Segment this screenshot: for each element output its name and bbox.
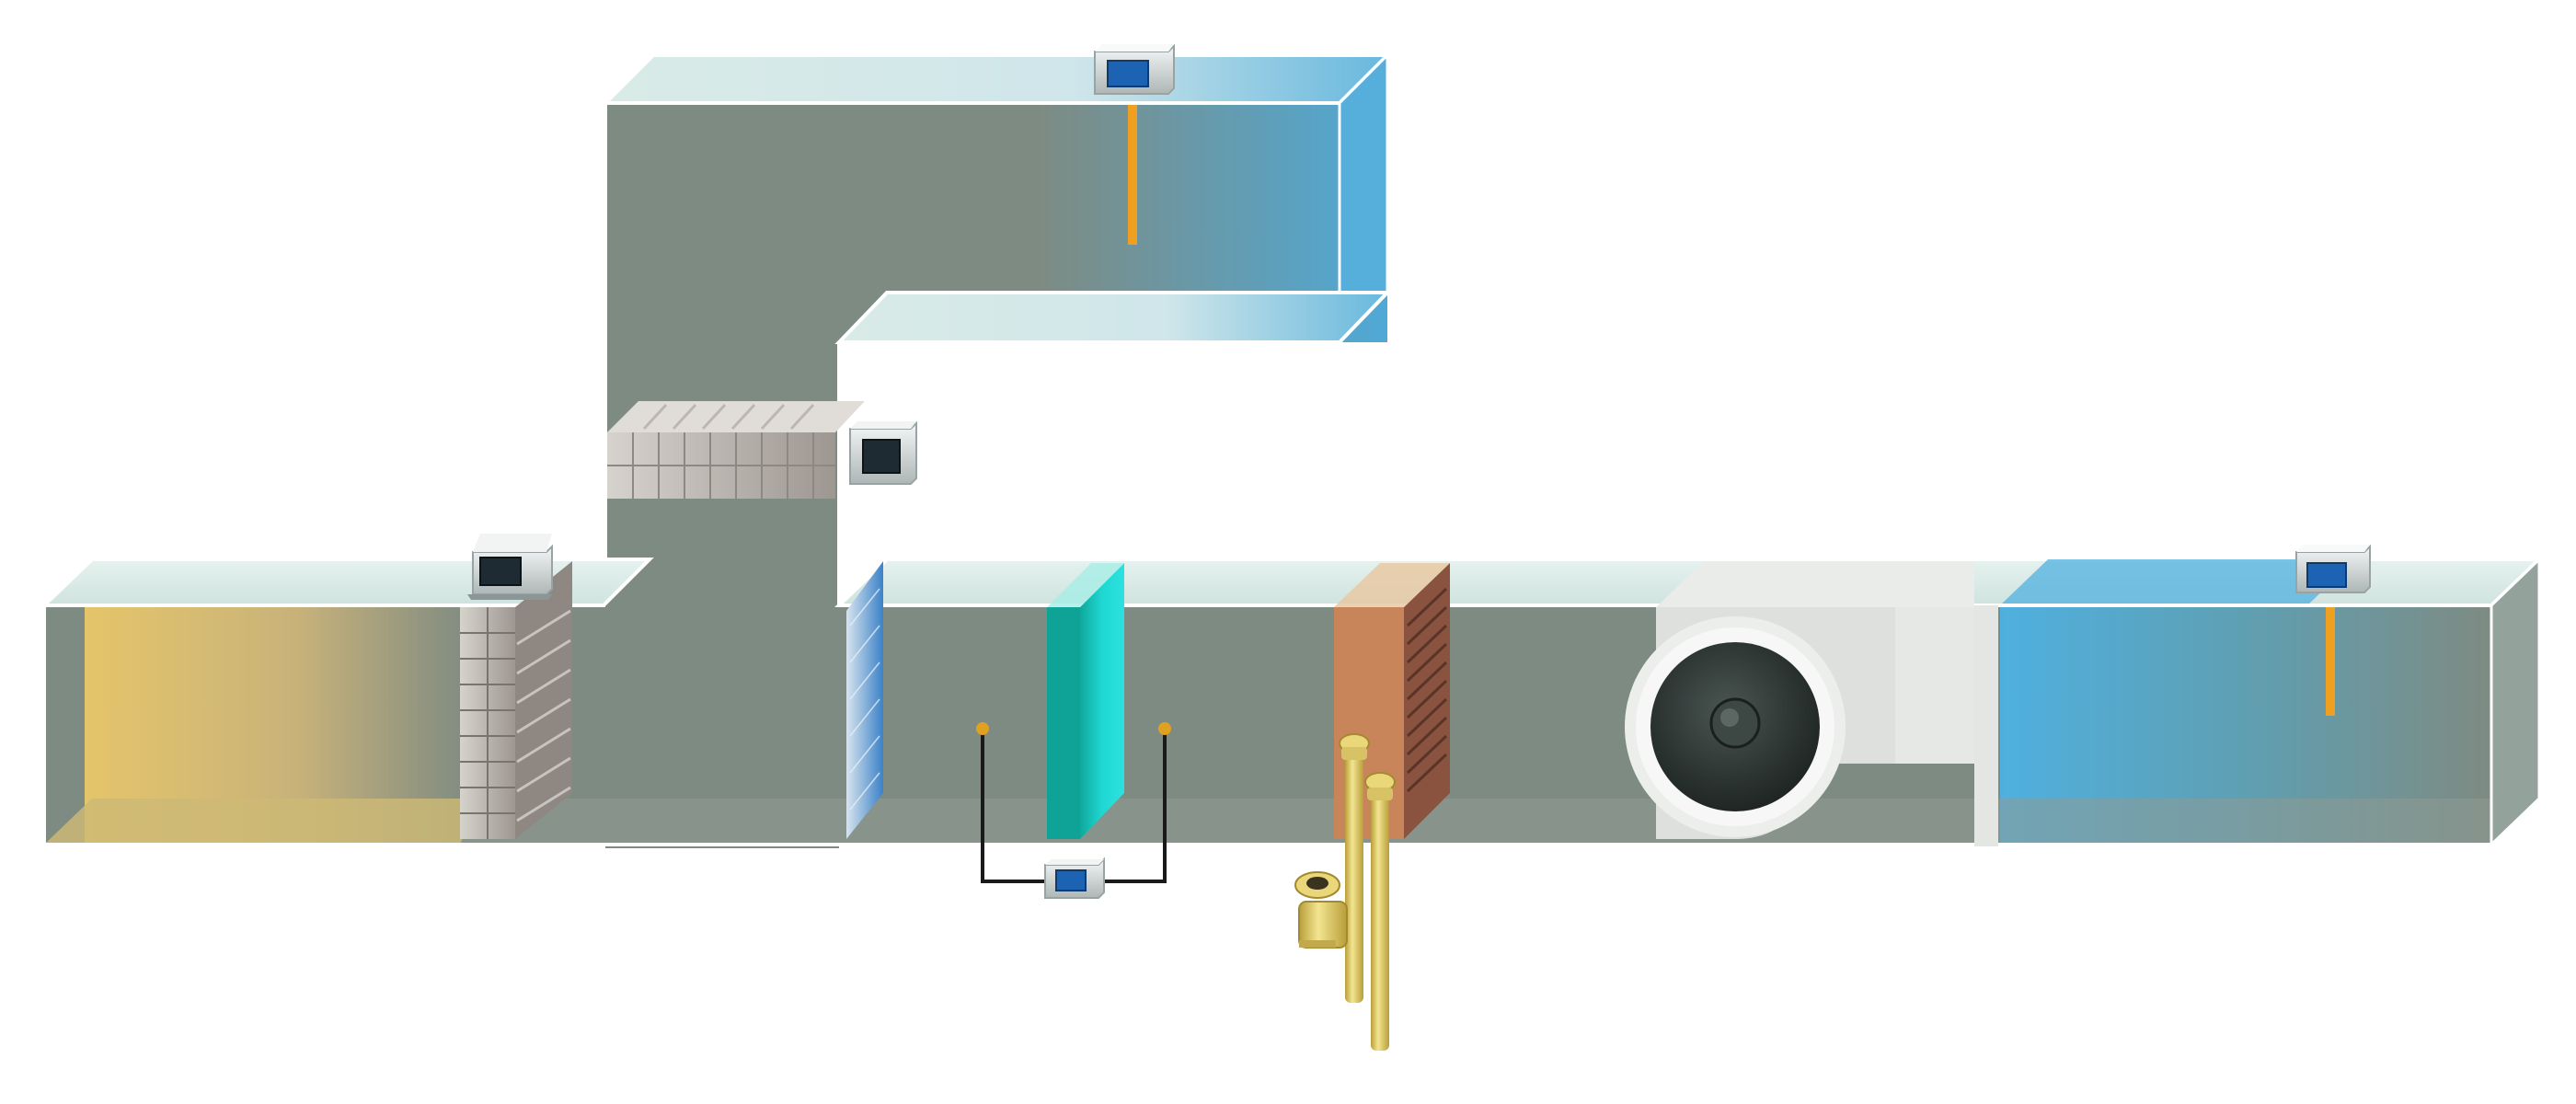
pre-filter	[846, 561, 883, 839]
differential-pressure-sensor	[976, 722, 1171, 899]
return-air-damper	[607, 401, 865, 499]
return-duct-sensor	[1094, 43, 1175, 245]
supply-air-sensor	[2295, 544, 2371, 716]
main-air-duct	[40, 556, 2544, 848]
sensor-probe-icon	[2326, 607, 2335, 716]
outdoor-air-sensor	[467, 534, 553, 600]
sensor-probe-icon	[1128, 105, 1137, 245]
outside-air-damper	[460, 561, 572, 839]
coil-piping	[1339, 733, 1396, 1051]
mixing-box-sensor	[849, 420, 917, 485]
supply-fan	[1625, 561, 1974, 839]
heating-coil	[1334, 563, 1450, 839]
return-air-duct	[601, 52, 1392, 848]
final-filter	[1047, 563, 1124, 839]
control-valve	[1294, 871, 1348, 949]
